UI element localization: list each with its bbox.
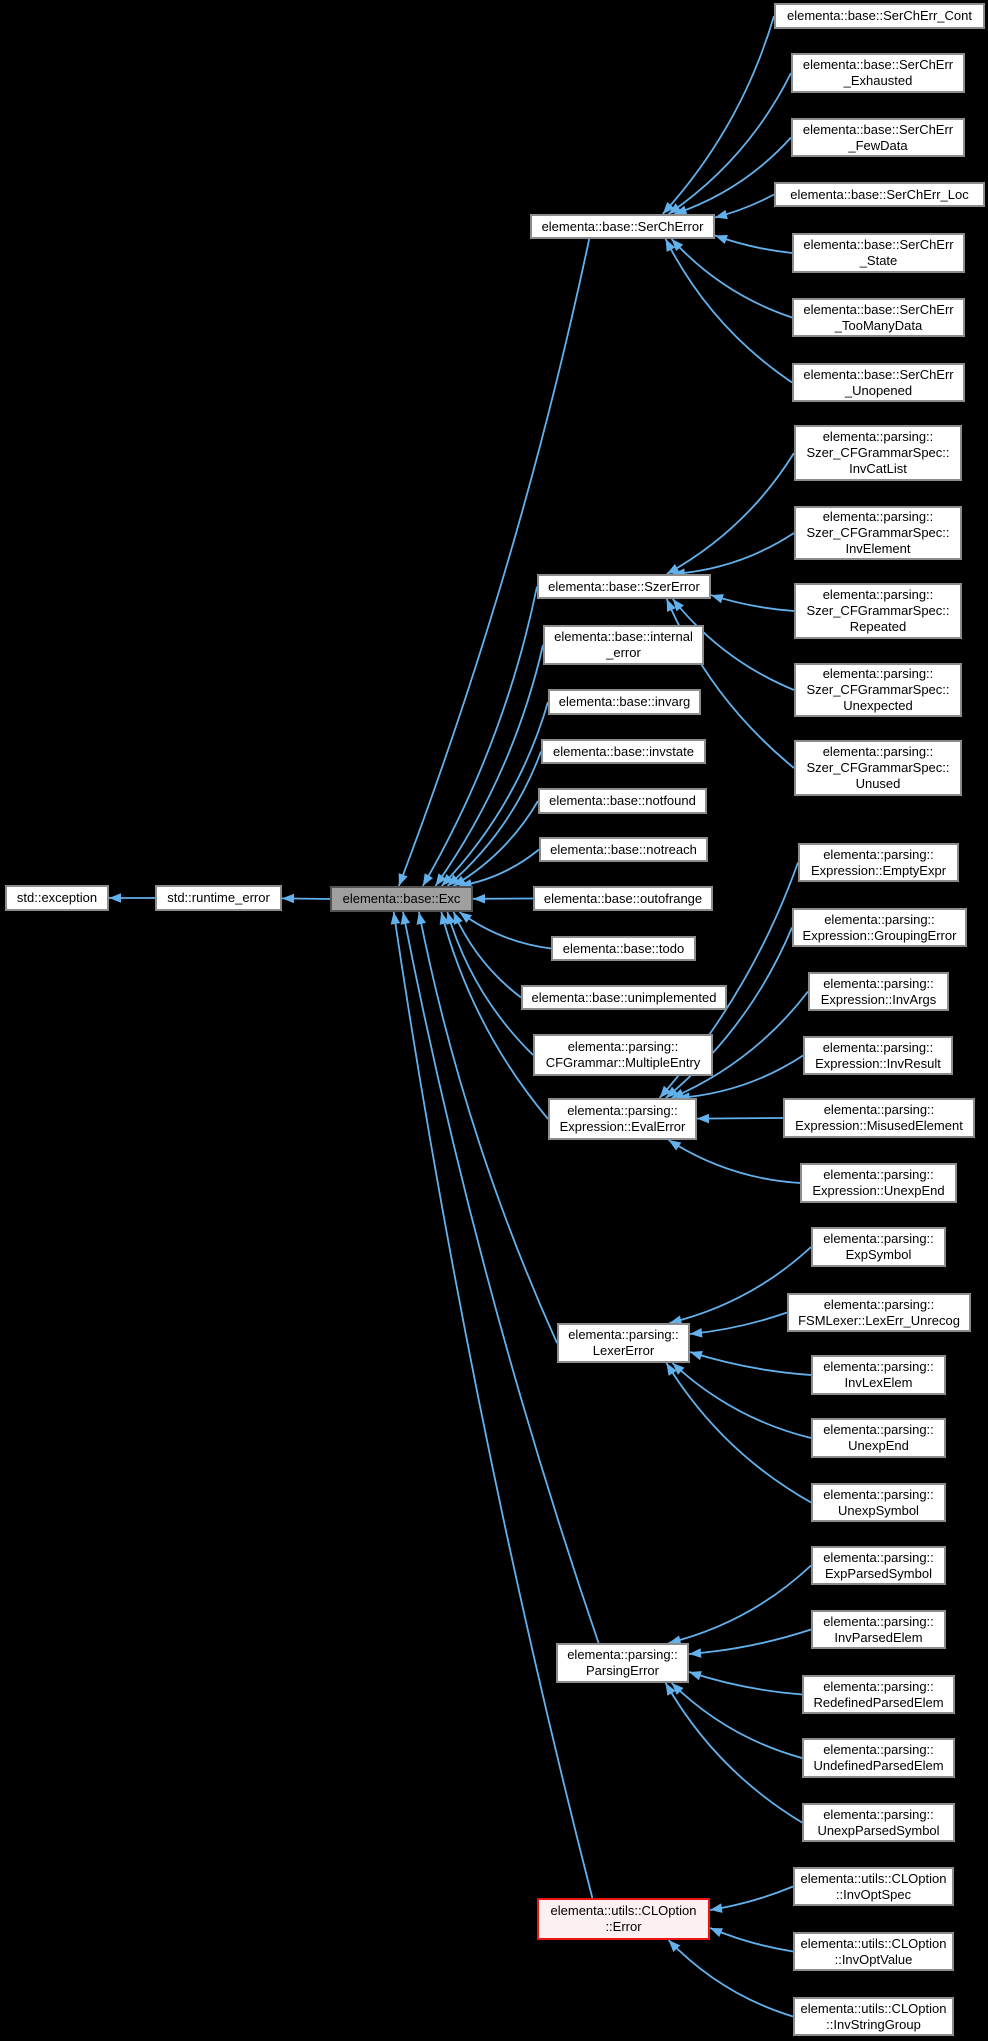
class-node-expr-invresult[interactable]: elementa::parsing:: Expression::InvResul… [803,1036,953,1075]
class-node-multiple-entry[interactable]: elementa::parsing:: CFGrammar::MultipleE… [533,1034,713,1076]
class-node-p-expparsedsymbol[interactable]: elementa::parsing:: ExpParsedSymbol [811,1546,946,1585]
class-node-expr-unexpend[interactable]: elementa::parsing:: Expression::UnexpEnd [800,1163,957,1203]
class-node-p-unexpend[interactable]: elementa::parsing:: UnexpEnd [811,1418,946,1458]
class-node-cl-invstringgroup[interactable]: elementa::utils::CLOption ::InvStringGro… [793,1997,954,2036]
class-node-invarg[interactable]: elementa::base::invarg [548,689,701,715]
class-node-lexer-error[interactable]: elementa::parsing:: LexerError [557,1323,690,1363]
class-node-todo[interactable]: elementa::base::todo [551,936,696,961]
class-node-szer-invcatlist[interactable]: elementa::parsing:: Szer_CFGrammarSpec::… [794,425,962,481]
class-node-fsmlexer-lexerr-unrecog[interactable]: elementa::parsing:: FSMLexer::LexErr_Unr… [787,1293,971,1332]
class-node-notreach[interactable]: elementa::base::notreach [539,837,708,862]
class-node-expr-emptyexpr[interactable]: elementa::parsing:: Expression::EmptyExp… [798,843,959,882]
class-node-szer-unused[interactable]: elementa::parsing:: Szer_CFGrammarSpec::… [794,740,962,796]
class-node-p-invlexelem[interactable]: elementa::parsing:: InvLexElem [811,1355,946,1395]
class-node-p-undefinedparsedelem[interactable]: elementa::parsing:: UndefinedParsedElem [802,1738,955,1778]
class-node-cl-invoptvalue[interactable]: elementa::utils::CLOption ::InvOptValue [793,1932,954,1971]
class-node-expr-groupingerror[interactable]: elementa::parsing:: Expression::Grouping… [792,908,967,947]
class-node-serch-fewdata[interactable]: elementa::base::SerChErr _FewData [791,118,965,157]
class-node-p-unexpsymbol[interactable]: elementa::parsing:: UnexpSymbol [811,1483,946,1522]
class-node-p-unexpparsedsymbol[interactable]: elementa::parsing:: UnexpParsedSymbol [802,1803,955,1842]
class-node-parsing-error[interactable]: elementa::parsing:: ParsingError [556,1643,689,1683]
class-node-serch-toomanydata[interactable]: elementa::base::SerChErr _TooManyData [792,298,965,337]
class-node-expr-misusedelement[interactable]: elementa::parsing:: Expression::MisusedE… [783,1098,975,1138]
class-node-unimplemented[interactable]: elementa::base::unimplemented [521,985,727,1010]
class-node-szer-invelement[interactable]: elementa::parsing:: Szer_CFGrammarSpec::… [794,506,962,560]
class-node-expr-invargs[interactable]: elementa::parsing:: Expression::InvArgs [808,972,949,1011]
class-node-serch-error[interactable]: elementa::base::SerChError [530,214,715,239]
class-node-serch-cont[interactable]: elementa::base::SerChErr_Cont [774,3,985,29]
class-node-std-exception[interactable]: std::exception [5,885,109,911]
class-node-p-invparsedelem[interactable]: elementa::parsing:: InvParsedElem [811,1610,946,1649]
class-node-eval-error[interactable]: elementa::parsing:: Expression::EvalErro… [548,1098,697,1140]
class-node-notfound[interactable]: elementa::base::notfound [538,788,707,814]
class-node-szer-error[interactable]: elementa::base::SzerError [537,574,711,599]
class-node-cl-invoptspec[interactable]: elementa::utils::CLOption ::InvOptSpec [793,1867,954,1906]
class-node-std-runtime-error[interactable]: std::runtime_error [155,885,282,911]
class-node-szer-repeated[interactable]: elementa::parsing:: Szer_CFGrammarSpec::… [794,583,962,639]
class-node-invstate[interactable]: elementa::base::invstate [541,739,706,764]
class-node-serch-loc[interactable]: elementa::base::SerChErr_Loc [774,182,985,207]
class-node-serch-unopened[interactable]: elementa::base::SerChErr _Unopened [792,363,965,402]
class-node-p-expsymbol[interactable]: elementa::parsing:: ExpSymbol [811,1227,946,1267]
class-node-cloption-error[interactable]: elementa::utils::CLOption ::Error [537,1898,710,1940]
class-node-serch-state[interactable]: elementa::base::SerChErr _State [792,233,965,273]
class-node-outofrange[interactable]: elementa::base::outofrange [533,886,713,911]
class-node-exc: elementa::base::Exc [330,886,473,912]
class-node-serch-exhausted[interactable]: elementa::base::SerChErr _Exhausted [791,53,965,93]
class-node-p-redefinedparsedelem[interactable]: elementa::parsing:: RedefinedParsedElem [802,1675,955,1714]
class-node-szer-unexpected[interactable]: elementa::parsing:: Szer_CFGrammarSpec::… [794,663,962,717]
class-node-internal-error[interactable]: elementa::base::internal _error [543,625,704,665]
